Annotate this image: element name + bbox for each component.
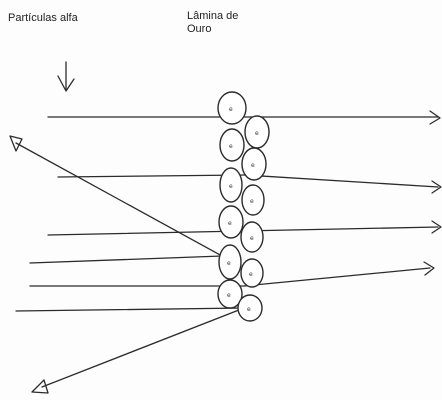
atom-5: e bbox=[219, 167, 243, 203]
atom-2: e bbox=[244, 115, 270, 149]
atom-11: e bbox=[217, 279, 243, 309]
alpha-particles-label: Partículas alfa bbox=[8, 12, 78, 24]
svg-text:e: e bbox=[228, 220, 232, 227]
trajectory-straight-2-arrowhead bbox=[431, 220, 442, 234]
svg-text:e: e bbox=[229, 143, 233, 150]
svg-text:e: e bbox=[250, 235, 254, 242]
gold-foil-label-line2: Ouro bbox=[187, 23, 212, 35]
trajectory-straight-1-arrowhead bbox=[429, 110, 441, 125]
trajectory-backscatter-a-out bbox=[15, 142, 223, 257]
trajectory-deflect-a-out bbox=[244, 174, 439, 188]
atom-8: e bbox=[240, 221, 264, 253]
trajectory-deflect-b-out bbox=[243, 267, 431, 287]
svg-text:e: e bbox=[247, 306, 251, 313]
atom-12: e bbox=[237, 294, 263, 322]
svg-text:e: e bbox=[229, 183, 233, 190]
trajectory-backscatter-b-out bbox=[41, 307, 245, 388]
atom-9: e bbox=[218, 244, 242, 280]
trajectory-deflect-a-arrowhead bbox=[431, 180, 442, 194]
trajectory-backscatter-a-arrowhead bbox=[9, 135, 23, 152]
gold-foil-label: Lâmina de Ouro bbox=[187, 10, 238, 36]
gold-foil-atoms: e e e e e e e e e e e e bbox=[217, 91, 270, 322]
svg-text:e: e bbox=[251, 162, 255, 169]
svg-text:e: e bbox=[250, 198, 254, 205]
trajectory-backscatter-a-in bbox=[29, 255, 223, 264]
svg-text:e: e bbox=[229, 106, 233, 113]
trajectory-backscatter-b-in bbox=[15, 307, 245, 312]
atom-1: e bbox=[217, 91, 247, 125]
svg-text:e: e bbox=[249, 271, 253, 278]
trajectory-deflect-b-arrowhead bbox=[423, 261, 435, 276]
trajectory-deflect-a-in bbox=[57, 174, 246, 178]
gold-foil-label-line1: Lâmina de bbox=[187, 10, 239, 22]
svg-text:e: e bbox=[227, 292, 231, 299]
svg-text:e: e bbox=[227, 260, 231, 267]
atom-3: e bbox=[219, 128, 245, 162]
incoming-direction-arrow bbox=[57, 61, 75, 92]
svg-text:e: e bbox=[255, 130, 259, 137]
atom-4: e bbox=[241, 147, 267, 181]
incoming-arrow-head bbox=[57, 75, 75, 92]
atom-10: e bbox=[240, 258, 264, 288]
trajectory-backscatter-b-arrowhead bbox=[31, 379, 49, 394]
atom-7: e bbox=[218, 205, 244, 239]
atom-6: e bbox=[241, 184, 265, 216]
